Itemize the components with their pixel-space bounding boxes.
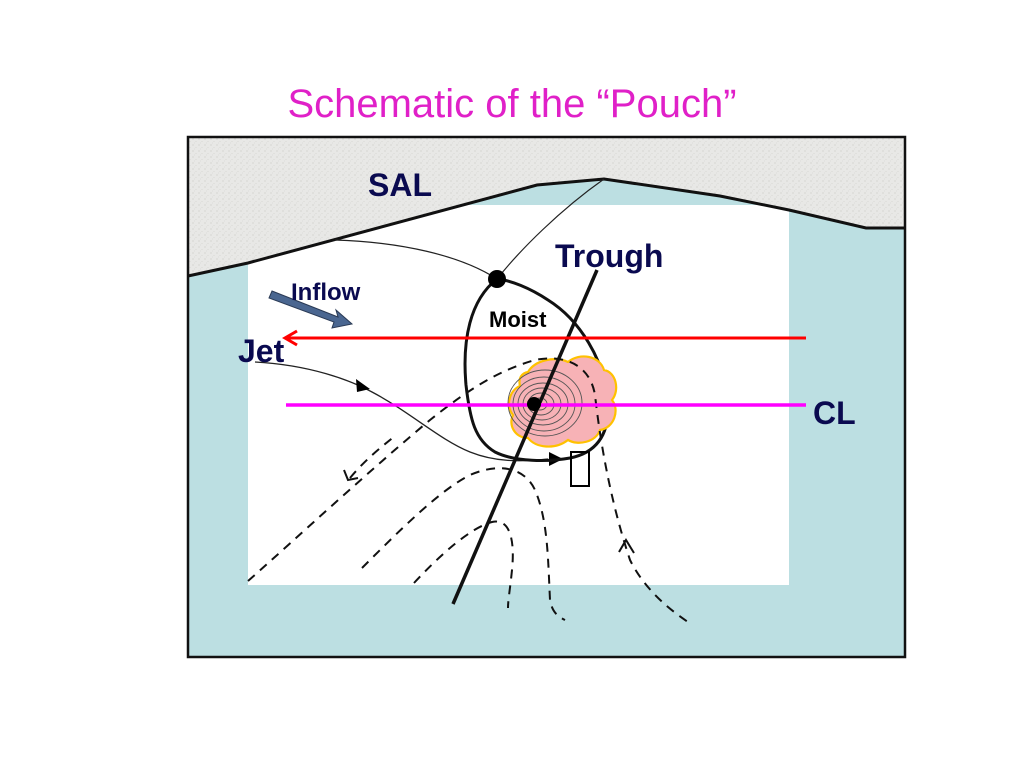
label-trough: Trough [555,238,663,274]
label-sal: SAL [368,167,432,203]
stagnation-point [488,270,506,288]
label-moist: Moist [489,307,547,332]
label-inflow: Inflow [291,279,361,306]
label-cl: CL [813,395,856,431]
label-jet: Jet [238,333,285,369]
pouch-center [527,397,541,411]
